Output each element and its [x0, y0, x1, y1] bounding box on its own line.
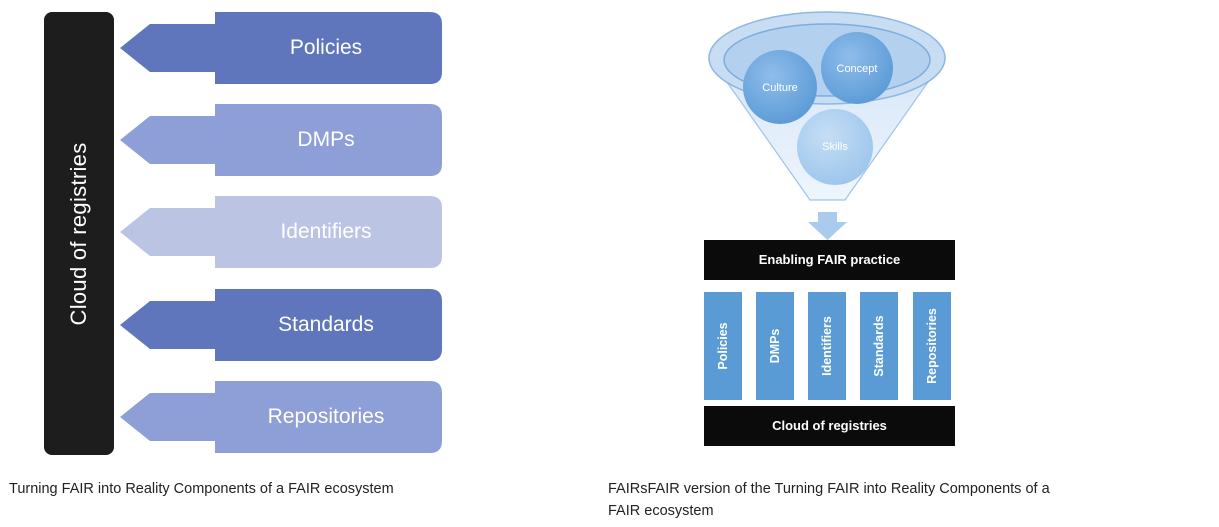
cloud-of-registries-bottom-bar: Cloud of registries: [704, 406, 955, 446]
column-identifiers: Identifiers: [808, 292, 846, 400]
column-label-policies: Policies: [716, 322, 730, 370]
column-label-dmps: DMPs: [768, 328, 782, 364]
arrow-label-standards: Standards: [278, 313, 374, 336]
bubble-skills: [797, 109, 873, 185]
arrow-standards: Standards: [120, 289, 442, 361]
bubble-skills-label: Skills: [822, 141, 848, 153]
arrow-shape: [120, 289, 442, 361]
arrow-shape: [120, 381, 442, 453]
arrow-policies: Policies: [120, 12, 442, 84]
column-label-identifiers: Identifiers: [820, 316, 834, 376]
funnel-graphic: Culture Concept Skills: [708, 11, 947, 240]
left-caption: Turning FAIR into Reality Components of …: [9, 481, 394, 497]
column-repositories: Repositories: [913, 292, 951, 400]
bubble-concept: [821, 32, 893, 104]
arrow-shape: [120, 196, 442, 268]
arrow-label-policies: Policies: [289, 36, 363, 59]
column-label-repositories: Repositories: [925, 308, 939, 384]
arrow-shape: [120, 12, 442, 84]
column-standards: Standards: [860, 292, 898, 400]
arrow-shape: [120, 104, 442, 176]
arrow-identifiers: Identifiers: [120, 196, 442, 268]
cloud-of-registries-label: Cloud of registries: [66, 142, 91, 325]
arrow-label-repositories: Repositories: [267, 405, 385, 428]
right-caption-line2: FAIR ecosystem: [608, 503, 714, 519]
arrow-label-identifiers: Identifiers: [280, 220, 372, 243]
bubble-concept-label: Concept: [837, 63, 878, 75]
column-label-standards: Standards: [872, 315, 886, 377]
bubble-culture-label: Culture: [762, 82, 797, 94]
right-caption: FAIRsFAIR version of the Turning FAIR in…: [608, 478, 1208, 522]
arrow-repositories: Repositories: [120, 381, 442, 453]
arrow-label-dmps: DMPs: [297, 128, 355, 151]
column-dmps: DMPs: [756, 292, 794, 400]
right-caption-line1: FAIRsFAIR version of the Turning FAIR in…: [608, 481, 1050, 497]
cloud-of-registries-bar: Cloud of registries: [44, 12, 114, 455]
column-policies: Policies: [704, 292, 742, 400]
down-arrow-icon: [808, 212, 847, 240]
arrow-dmps: DMPs: [120, 104, 442, 176]
bubble-culture: [743, 50, 817, 124]
enabling-fair-practice-bar: Enabling FAIR practice: [704, 240, 955, 280]
